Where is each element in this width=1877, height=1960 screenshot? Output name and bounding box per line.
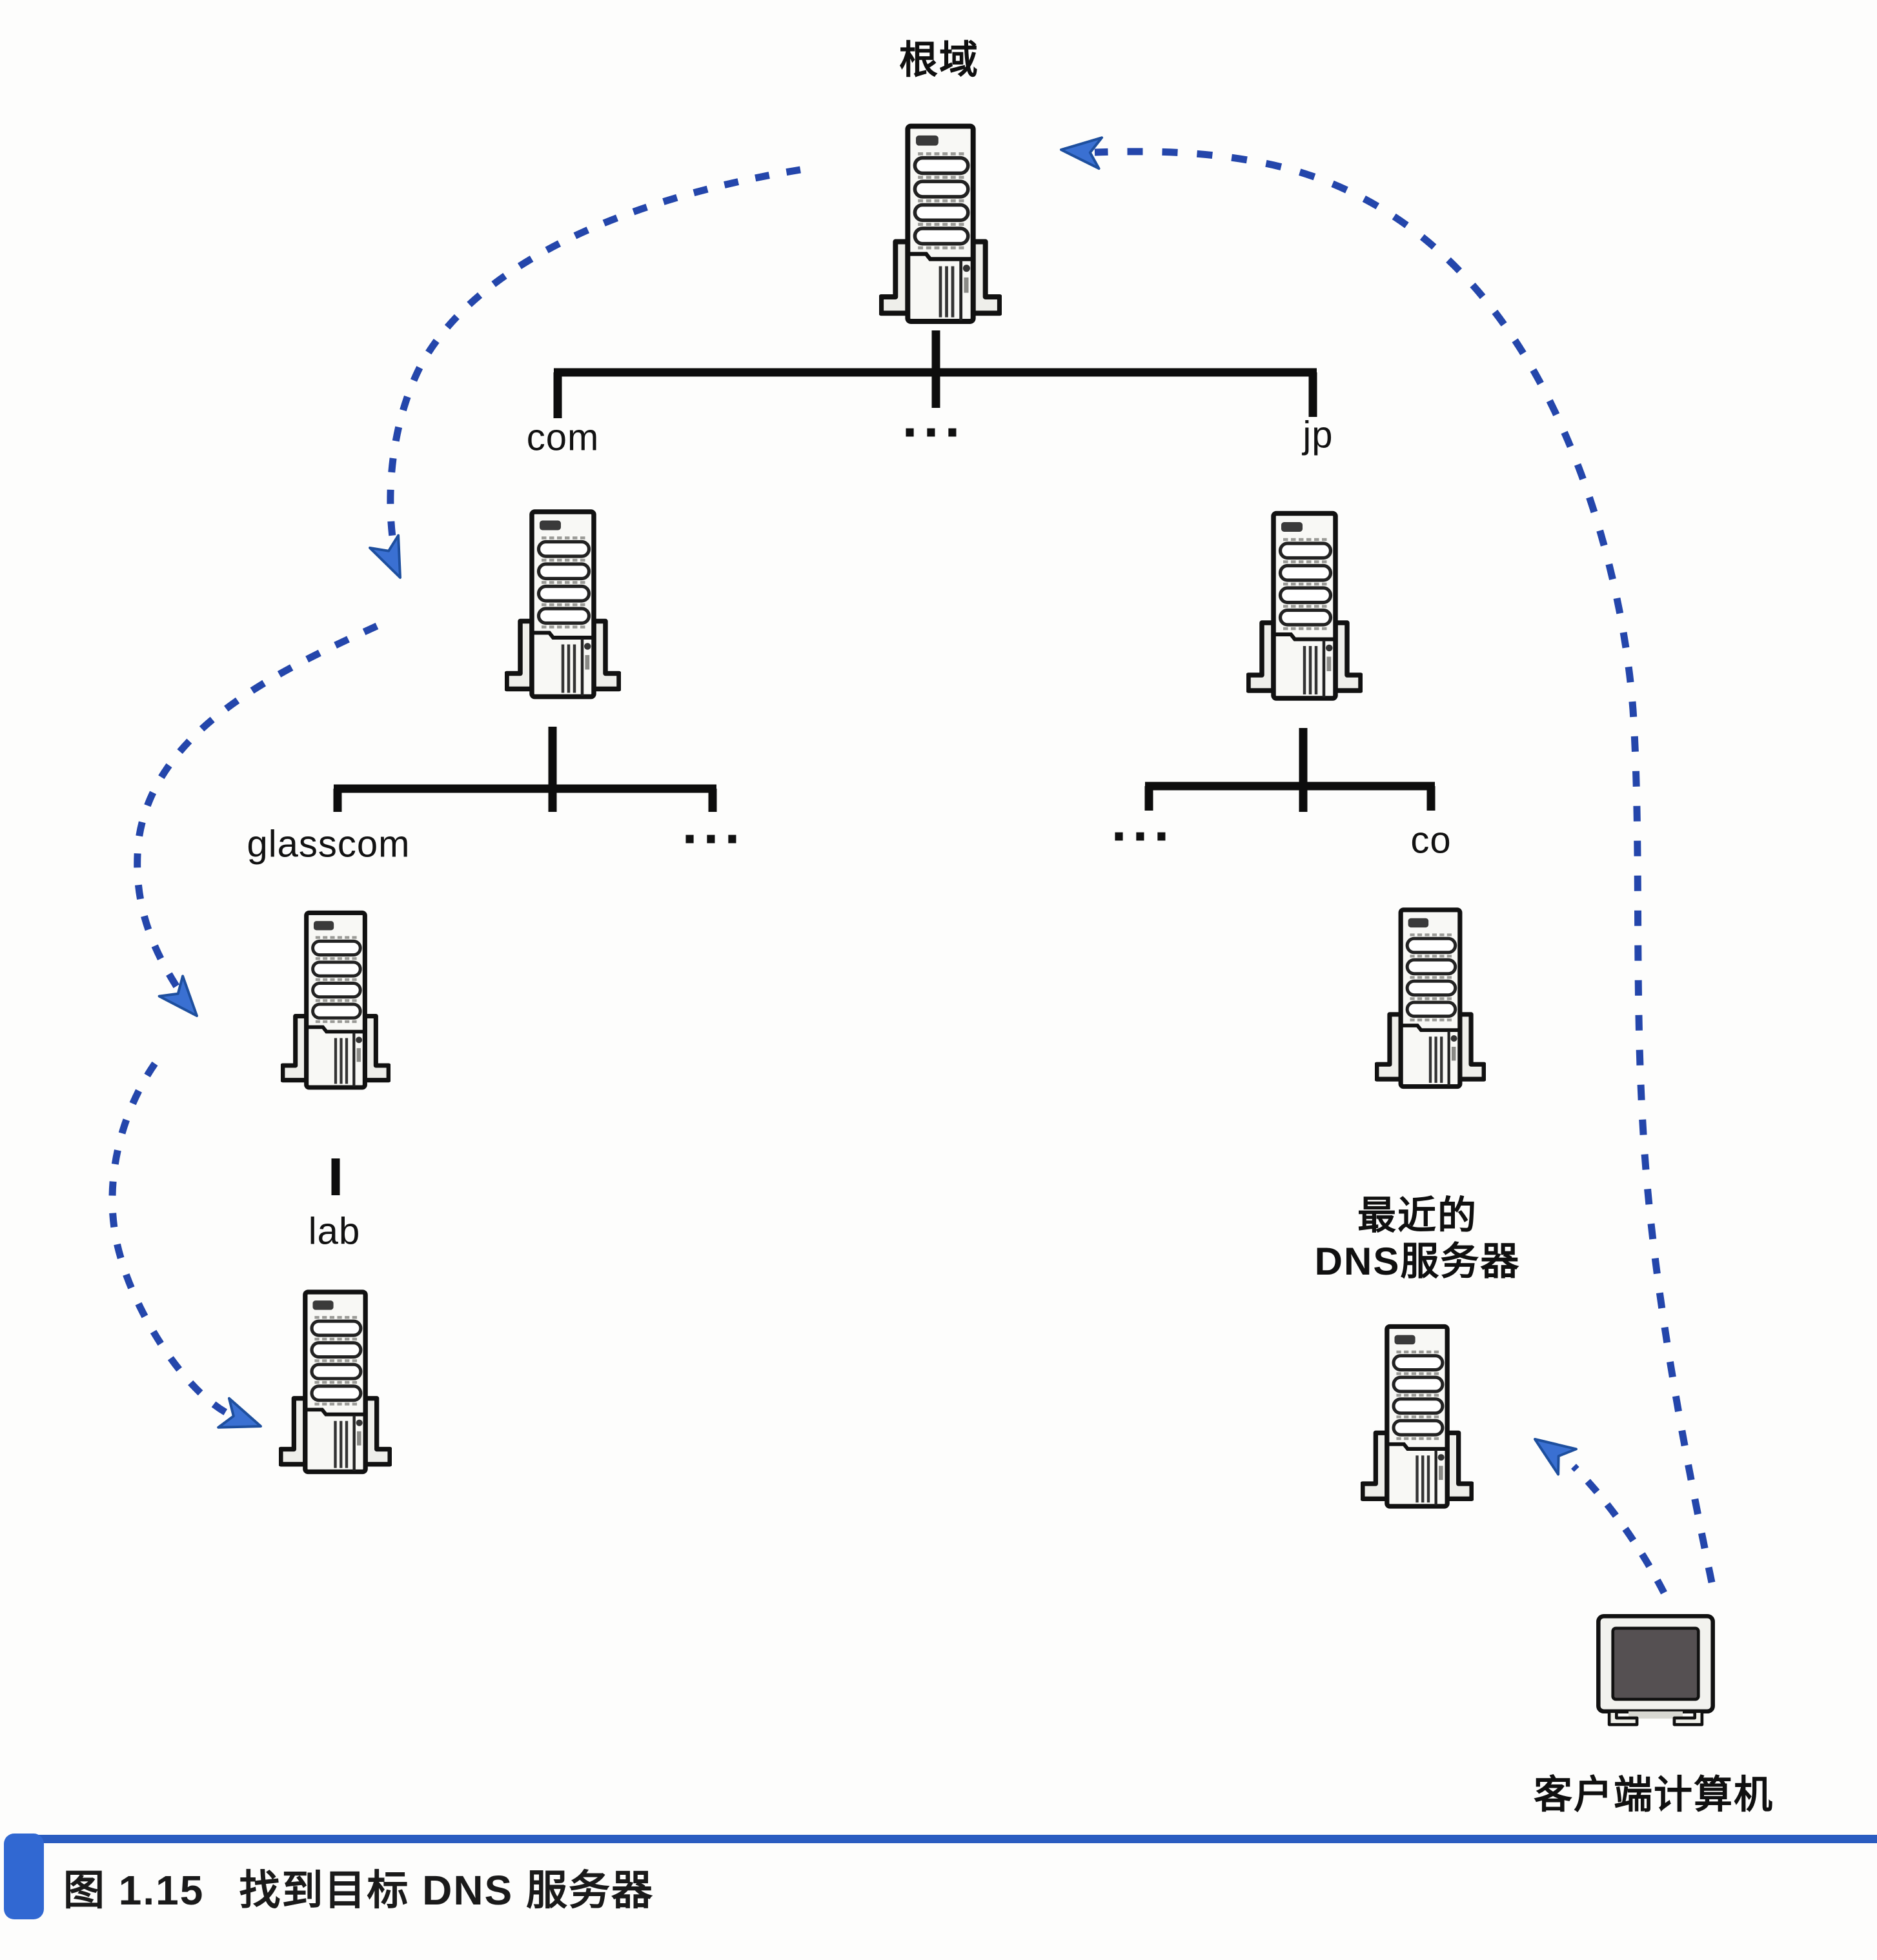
com-children-ellipsis: ... (682, 793, 746, 856)
tld-ellipsis: ... (902, 387, 966, 449)
nearest-dns-label-line2: DNS服务器 (1314, 1240, 1521, 1283)
root-domain-label: 根域 (899, 38, 979, 82)
lab-label: lab (308, 1210, 361, 1253)
caption-divider-line (18, 1835, 1877, 1843)
arrow-glasscom-to-lab-path (108, 1061, 234, 1419)
glasscom-server-icon (281, 896, 391, 1104)
caption-accent-bar (4, 1834, 44, 1919)
jp-label: jp (1303, 414, 1334, 456)
tree-lines (331, 330, 1436, 1195)
arrowhead-at-com (369, 534, 401, 579)
figure-title: 找到目标 DNS 服务器 (239, 1867, 654, 1914)
client-computer-icon (1592, 1608, 1719, 1737)
client-computer-label: 客户端计算机 (1534, 1773, 1774, 1817)
arrowhead-at-dns (1534, 1438, 1578, 1476)
jp-server-icon (1246, 485, 1363, 725)
arrowhead-at-lab (217, 1397, 262, 1429)
arrow-root-to-com-path (387, 166, 801, 552)
arrow-client-to-dns-path (1571, 1464, 1667, 1595)
lab-server-icon (279, 1270, 392, 1493)
figure-caption: 图 1.15 找到目标 DNS 服务器 (63, 1857, 654, 1917)
com-server-icon (505, 483, 621, 725)
nearest-dns-label-line1: 最近的 (1357, 1194, 1477, 1238)
root-server-icon (879, 98, 1002, 349)
figure-number: 图 1.15 (63, 1867, 205, 1914)
com-label: com (526, 416, 600, 459)
nearest-dns-server-icon (1361, 1306, 1474, 1526)
arrowhead-at-glasscom (157, 975, 198, 1017)
co-server-icon (1375, 891, 1486, 1105)
arrowhead-at-root (1060, 136, 1104, 170)
glasscom-label: glasscom (247, 823, 411, 865)
co-label: co (1410, 819, 1452, 862)
nearest-dns-label: 最近的 DNS服务器 (1315, 1193, 1521, 1285)
jp-children-ellipsis: ... (1111, 791, 1175, 853)
